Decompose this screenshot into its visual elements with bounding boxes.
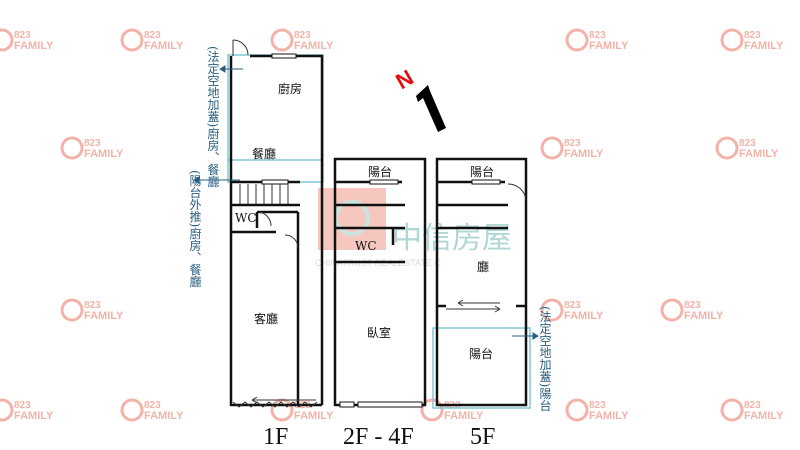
room-label: 陽台: [470, 164, 494, 179]
annotation-right: (法定空地加蓋)陽台: [538, 306, 552, 411]
svg-text:FAMILY: FAMILY: [744, 410, 784, 422]
floor-5f: 陽台 廳 陽台 5F: [432, 157, 531, 450]
room-label: 餐廳: [252, 146, 276, 161]
center-watermark: 中信房屋 CHINATRUST REALESTATE C: [315, 188, 512, 268]
compass-label: N: [391, 65, 417, 95]
svg-text:823: 823: [564, 138, 581, 149]
annotation-arrows: [193, 65, 539, 340]
room-label: WC: [355, 239, 377, 253]
svg-text:823: 823: [144, 30, 161, 41]
svg-text:FAMILY: FAMILY: [14, 40, 54, 52]
room-label: 廚房: [278, 81, 302, 96]
svg-text:823: 823: [84, 300, 101, 311]
floor-label: 1F: [263, 424, 288, 450]
svg-text:823: 823: [739, 138, 756, 149]
svg-text:823: 823: [14, 30, 31, 41]
annotation-left-top: (法定空地加蓋)廚房、餐廳: [206, 46, 220, 188]
room-label: 陽台: [469, 346, 493, 361]
floor-2f-4f: 陽台 WC 臥室 2F - 4F: [333, 157, 427, 450]
watermark-layer: 823FAMILY823FAMILY823FAMILY823FAMILY823F…: [0, 28, 784, 422]
svg-text:823: 823: [589, 30, 606, 41]
annotation-left-bottom: (陽台外推)廚房、餐廳: [188, 170, 202, 288]
center-watermark-chinese: 中信房屋: [392, 221, 512, 256]
floor-label: 5F: [470, 424, 495, 450]
svg-text:FAMILY: FAMILY: [294, 410, 334, 422]
floor-1f: 廚房 餐廳 WC 客廳 1F: [227, 39, 324, 450]
svg-text:FAMILY: FAMILY: [564, 148, 604, 160]
svg-text:FAMILY: FAMILY: [84, 148, 124, 160]
room-label: 廳: [477, 259, 489, 274]
svg-text:823: 823: [84, 138, 101, 149]
svg-text:FAMILY: FAMILY: [589, 410, 629, 422]
svg-text:FAMILY: FAMILY: [684, 310, 724, 322]
added-area-highlight: [432, 327, 531, 409]
svg-text:FAMILY: FAMILY: [294, 40, 334, 52]
svg-text:FAMILY: FAMILY: [84, 310, 124, 322]
room-label: 陽台: [368, 164, 392, 179]
svg-text:823: 823: [144, 400, 161, 411]
svg-text:FAMILY: FAMILY: [564, 310, 604, 322]
svg-text:823: 823: [564, 300, 581, 311]
room-label: WC: [235, 211, 257, 225]
svg-text:FAMILY: FAMILY: [744, 40, 784, 52]
svg-text:823: 823: [294, 30, 311, 41]
svg-text:FAMILY: FAMILY: [739, 148, 779, 160]
north-arrow-icon: N: [391, 65, 446, 132]
room-label: 臥室: [367, 325, 391, 340]
svg-text:FAMILY: FAMILY: [589, 40, 629, 52]
svg-text:FAMILY: FAMILY: [444, 410, 484, 422]
svg-text:FAMILY: FAMILY: [144, 410, 184, 422]
svg-text:FAMILY: FAMILY: [14, 410, 54, 422]
svg-text:823: 823: [14, 400, 31, 411]
floor-label: 2F - 4F: [343, 424, 414, 450]
room-label: 客廳: [254, 311, 278, 326]
svg-text:823: 823: [744, 30, 761, 41]
svg-text:823: 823: [684, 300, 701, 311]
svg-text:FAMILY: FAMILY: [144, 40, 184, 52]
svg-text:823: 823: [744, 400, 761, 411]
svg-text:823: 823: [589, 400, 606, 411]
added-area-highlight: [227, 54, 324, 183]
